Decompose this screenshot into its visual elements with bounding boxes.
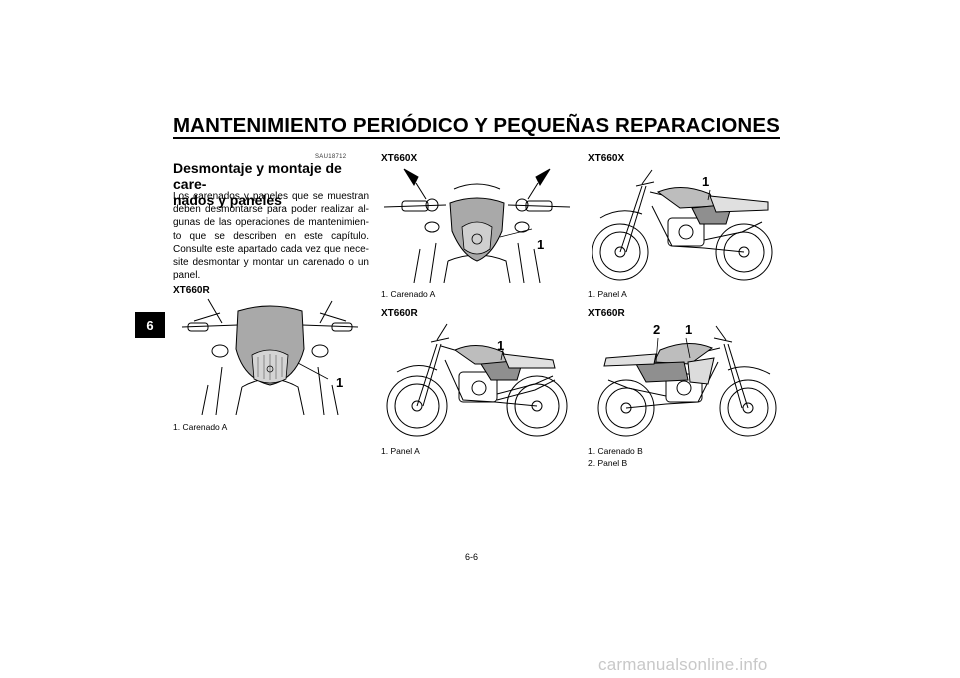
model-label-xt660r-front: XT660R bbox=[173, 285, 210, 296]
body-line: to que se describen en este capítulo. bbox=[173, 230, 369, 242]
section-title: Desmontaje y montaje de care- nados y pa… bbox=[173, 160, 373, 208]
watermark: carmanualsonline.info bbox=[598, 655, 768, 674]
section-title-line1: Desmontaje y montaje de care- bbox=[173, 160, 342, 192]
figure-caption: 1. Panel A bbox=[381, 446, 420, 456]
body-line: panel. bbox=[173, 270, 201, 282]
header-rule bbox=[173, 137, 780, 139]
body-line: Consulte este apartado cada vez que nece… bbox=[173, 243, 369, 255]
figure-caption: 1. Panel A bbox=[588, 289, 627, 299]
model-label-xt660x-front: XT660X bbox=[381, 153, 418, 164]
body-line: gunas de las operaciones de mantenimien- bbox=[173, 217, 369, 229]
body-line: site desmontar y montar un carenado o un bbox=[173, 257, 369, 269]
figure-caption: 2. Panel B bbox=[588, 458, 628, 468]
body-line: deben desmontarse para poder realizar al… bbox=[173, 204, 369, 216]
page-number: 6-6 bbox=[465, 552, 479, 562]
motorcycle-right-side-xt660r-illustration bbox=[597, 325, 777, 437]
callout-1: 1 bbox=[537, 237, 545, 252]
figure-caption: 1. Carenado B bbox=[588, 446, 643, 456]
callout-1: 1 bbox=[336, 375, 344, 390]
section-body: Los carenados y paneles que se muestran … bbox=[173, 190, 369, 282]
motorcycle-left-side-xt660r-illustration bbox=[386, 323, 568, 437]
body-line: Los carenados y paneles que se muestran bbox=[173, 191, 369, 202]
chapter-tab: 6 bbox=[135, 312, 165, 338]
motorcycle-left-side-xt660x-illustration bbox=[592, 169, 773, 281]
section-title-line2: nados y paneles bbox=[173, 192, 282, 208]
callout-1: 1 bbox=[702, 174, 710, 189]
figure-caption: 1. Carenado A bbox=[381, 289, 436, 299]
section-code: SAU18712 bbox=[315, 154, 347, 160]
callout-1: 1 bbox=[685, 322, 693, 337]
motorcycle-front-xt660r-illustration bbox=[181, 298, 359, 415]
figure-caption: 1. Carenado A bbox=[173, 422, 228, 432]
callout-2: 2 bbox=[653, 322, 661, 337]
callout-1: 1 bbox=[497, 338, 505, 353]
model-label-xt660r-left: XT660R bbox=[381, 308, 418, 319]
model-label-xt660r-right: XT660R bbox=[588, 308, 625, 319]
model-label-xt660x-left: XT660X bbox=[588, 153, 625, 164]
page-title: MANTENIMIENTO PERIÓDICO Y PEQUEÑAS REPAR… bbox=[173, 114, 780, 137]
motorcycle-front-xt660x-illustration bbox=[383, 168, 571, 283]
